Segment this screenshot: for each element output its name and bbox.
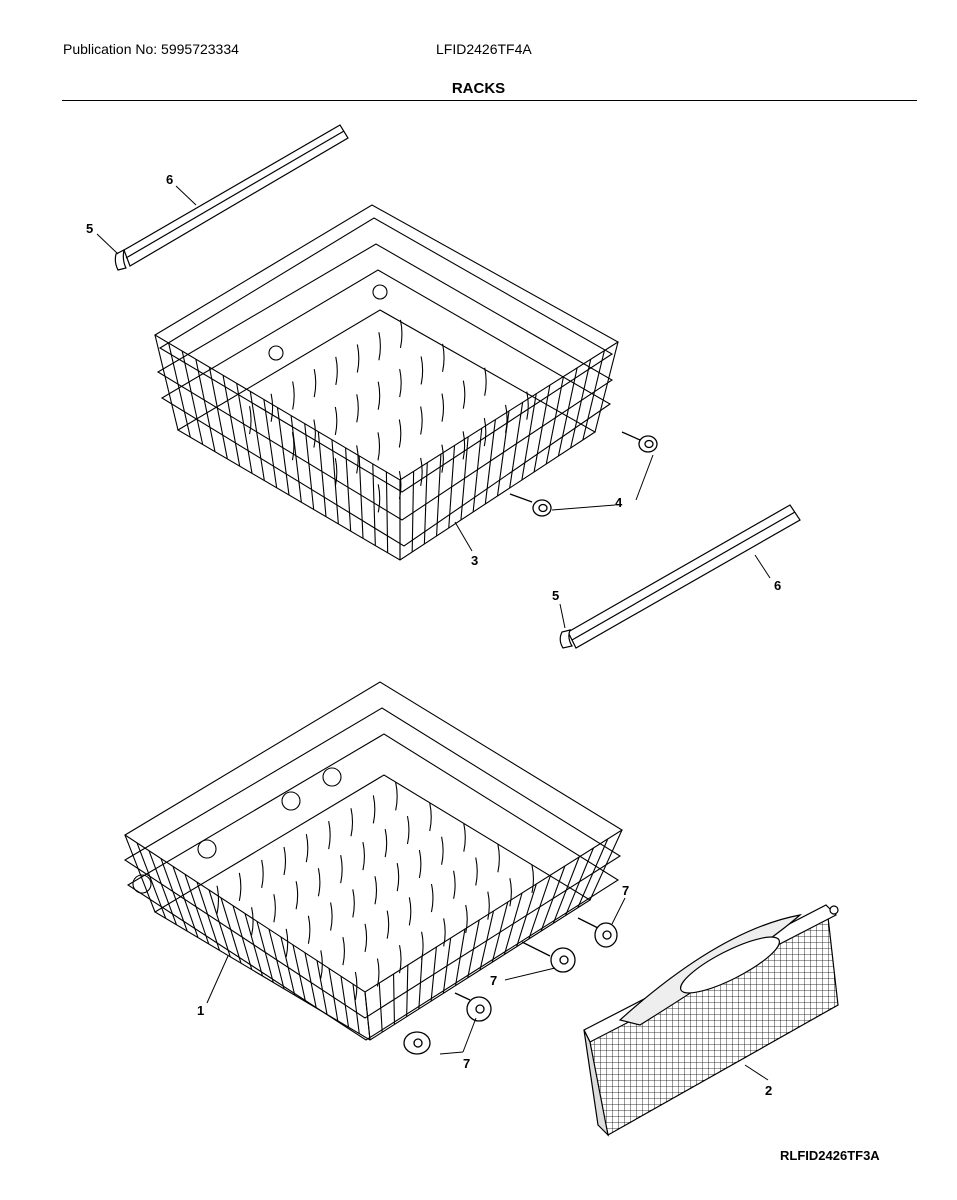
header-divider <box>62 100 917 101</box>
upper-left-rail <box>123 124 349 267</box>
callout-6-lower: 6 <box>774 578 781 593</box>
callout-7-right: 7 <box>622 883 629 898</box>
diagram-code: RLFID2426TF3A <box>780 1148 880 1163</box>
lower-rack-wheel <box>521 941 576 973</box>
callout-4: 4 <box>615 495 623 510</box>
lower-right-rail <box>567 504 801 649</box>
lower-rack-wheel <box>403 1031 431 1055</box>
model-number: LFID2426TF4A <box>436 41 532 57</box>
upper-rack-wheel <box>621 431 658 453</box>
callout-2: 2 <box>765 1083 772 1098</box>
silverware-basket <box>583 904 839 1137</box>
upper-rack <box>153 204 620 561</box>
lower-rack-wheel <box>454 992 492 1022</box>
callout-1: 1 <box>197 1003 204 1018</box>
callout-5-upper: 5 <box>86 221 93 236</box>
callout-6-upper: 6 <box>166 172 173 187</box>
lower-rack-wheel <box>577 917 618 948</box>
upper-left-end-cap <box>114 248 127 271</box>
publication-number: Publication No: 5995723334 <box>63 41 239 57</box>
page-title: RACKS <box>451 80 506 97</box>
callout-5-lower: 5 <box>552 588 559 603</box>
callout-7-middle: 7 <box>490 973 497 988</box>
lower-right-end-cap <box>559 629 573 649</box>
upper-rack-wheel <box>509 493 552 517</box>
callout-3: 3 <box>471 553 478 568</box>
callout-7-bottom: 7 <box>463 1056 470 1071</box>
lower-rack <box>123 681 624 1041</box>
callout-leaders <box>96 185 771 1081</box>
